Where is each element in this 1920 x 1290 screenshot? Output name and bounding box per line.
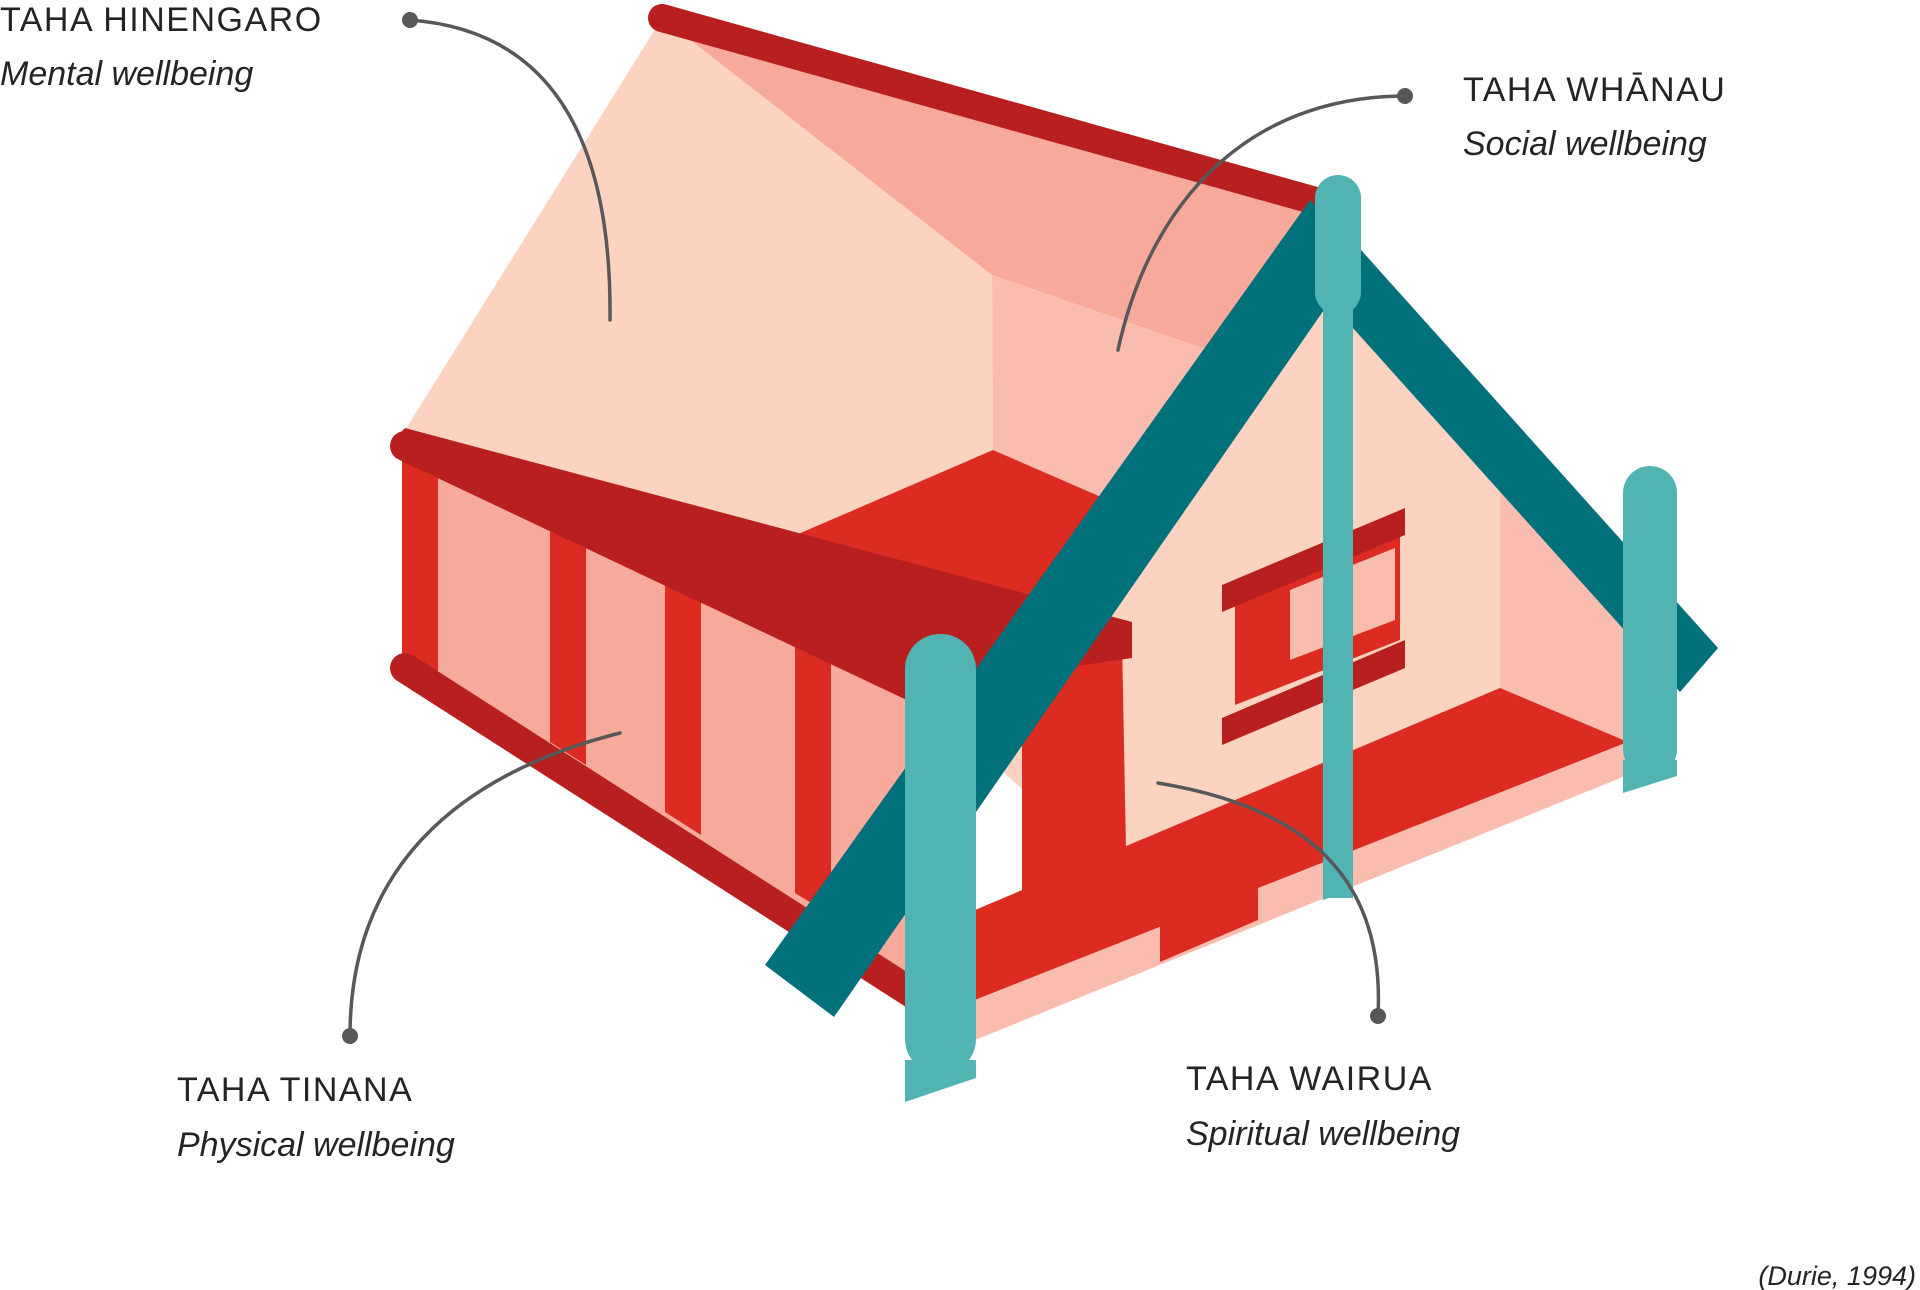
- meeting-house-illustration: [390, 4, 1718, 1102]
- side-wall-top-rail-cap: [390, 431, 925, 700]
- front-post: [905, 634, 976, 1074]
- window-top-bar: [1222, 508, 1405, 612]
- side-wall-post: [550, 520, 586, 765]
- label-title: TAHA WHĀNAU: [1463, 71, 1726, 109]
- leader-line-wairua: [1156, 781, 1381, 1018]
- side-wall-post: [795, 636, 831, 915]
- ridge-beam: [648, 4, 1344, 219]
- window-bottom-bar: [1222, 640, 1405, 745]
- right-post: [1623, 466, 1677, 776]
- leader-line-hinengaro: [408, 18, 612, 322]
- leader-dot-hinengaro: [402, 12, 418, 28]
- leader-dot-whanau: [1397, 88, 1413, 104]
- label-subtitle: Physical wellbeing: [177, 1126, 455, 1164]
- label-subtitle: Mental wellbeing: [0, 55, 253, 93]
- porch-step: [1160, 862, 1258, 962]
- label-title: TAHA TINANA: [177, 1071, 413, 1109]
- porch-floor: [975, 688, 1628, 1000]
- centre-post: [1323, 290, 1353, 898]
- front-post-base: [905, 1060, 976, 1102]
- label-hinengaro: TAHA HINENGARO Mental wellbeing: [0, 1, 323, 93]
- label-title: TAHA WAIRUA: [1186, 1060, 1433, 1098]
- roof-left-slope: [402, 18, 993, 572]
- right-post-base: [1623, 760, 1677, 793]
- leader-lines: [342, 12, 1413, 1044]
- roof-upper-band: [662, 18, 1330, 355]
- label-subtitle: Social wellbeing: [1463, 125, 1707, 163]
- side-wall-top-rail: [395, 428, 1132, 690]
- leader-dot-wairua: [1370, 1008, 1386, 1024]
- label-subtitle: Spiritual wellbeing: [1186, 1115, 1460, 1153]
- barge-board-right: [1290, 202, 1718, 692]
- porch-floor-edge: [975, 742, 1640, 1040]
- roof-inner-wall: [992, 275, 1222, 500]
- label-wairua: TAHA WAIRUA Spiritual wellbeing: [1186, 1060, 1460, 1153]
- citation: (Durie, 1994): [1758, 1261, 1916, 1290]
- centre-post-head: [1315, 175, 1361, 315]
- label-tinana: TAHA TINANA Physical wellbeing: [177, 1071, 455, 1164]
- side-wall: [402, 445, 910, 1005]
- label-title: TAHA HINENGARO: [0, 1, 323, 39]
- side-wall-post: [402, 450, 438, 692]
- porch-right-wall: [1500, 488, 1640, 745]
- label-whanau: TAHA WHĀNAU Social wellbeing: [1463, 71, 1726, 163]
- side-wall-post: [665, 574, 701, 835]
- leader-dot-tinana: [342, 1028, 358, 1044]
- leader-line-whanau: [1116, 94, 1407, 352]
- leader-line-tinana: [348, 731, 622, 1038]
